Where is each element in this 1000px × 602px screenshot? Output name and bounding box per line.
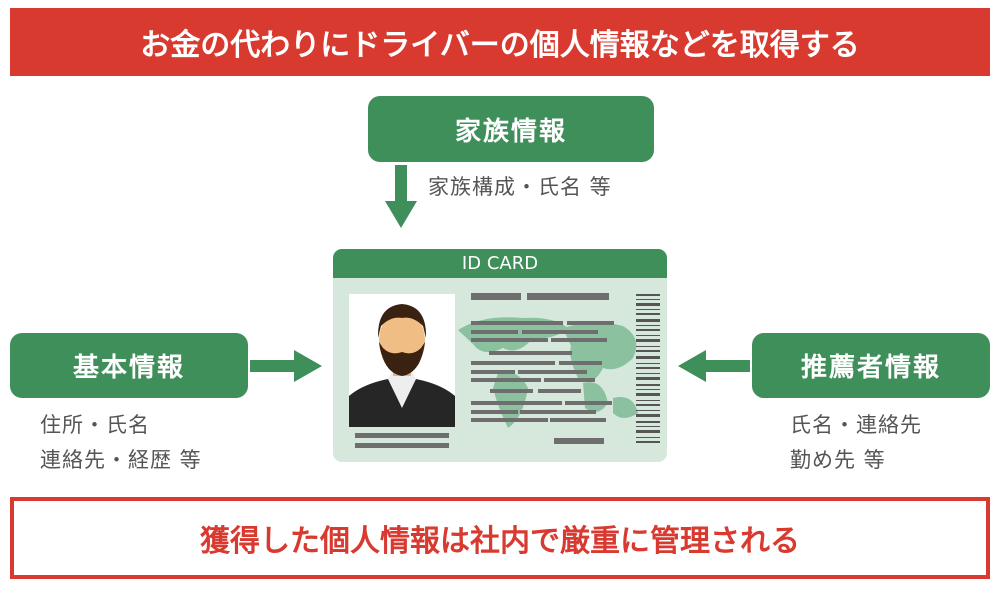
footer-note: 獲得した個人情報は社内で厳重に管理される <box>10 497 990 579</box>
arrow-left-icon <box>678 350 750 382</box>
id-card: ID CARD <box>333 249 667 462</box>
detail-line: 連絡先・経歴 等 <box>40 448 202 472</box>
id-card-title: ID CARD <box>333 249 667 278</box>
id-card-graphic <box>349 293 660 448</box>
detail-line: 氏名・連絡先 <box>790 413 922 437</box>
detail-line: 住所・氏名 <box>40 413 150 437</box>
family-info-detail: 家族構成・氏名 等 <box>428 175 612 199</box>
basic-info-box: 基本情報 <box>10 333 248 398</box>
world-map-icon <box>458 317 638 428</box>
barcode-icon <box>636 294 660 443</box>
referrer-info-detail: 氏名・連絡先 勤め先 等 <box>790 408 922 478</box>
basic-info-detail: 住所・氏名 連絡先・経歴 等 <box>40 408 202 478</box>
arrow-down-icon <box>385 165 417 228</box>
referrer-info-box: 推薦者情報 <box>752 333 990 398</box>
family-info-box: 家族情報 <box>368 96 654 162</box>
arrow-right-icon <box>250 350 322 382</box>
page-title: お金の代わりにドライバーの個人情報などを取得する <box>10 8 990 76</box>
detail-line: 勤め先 等 <box>790 448 886 472</box>
